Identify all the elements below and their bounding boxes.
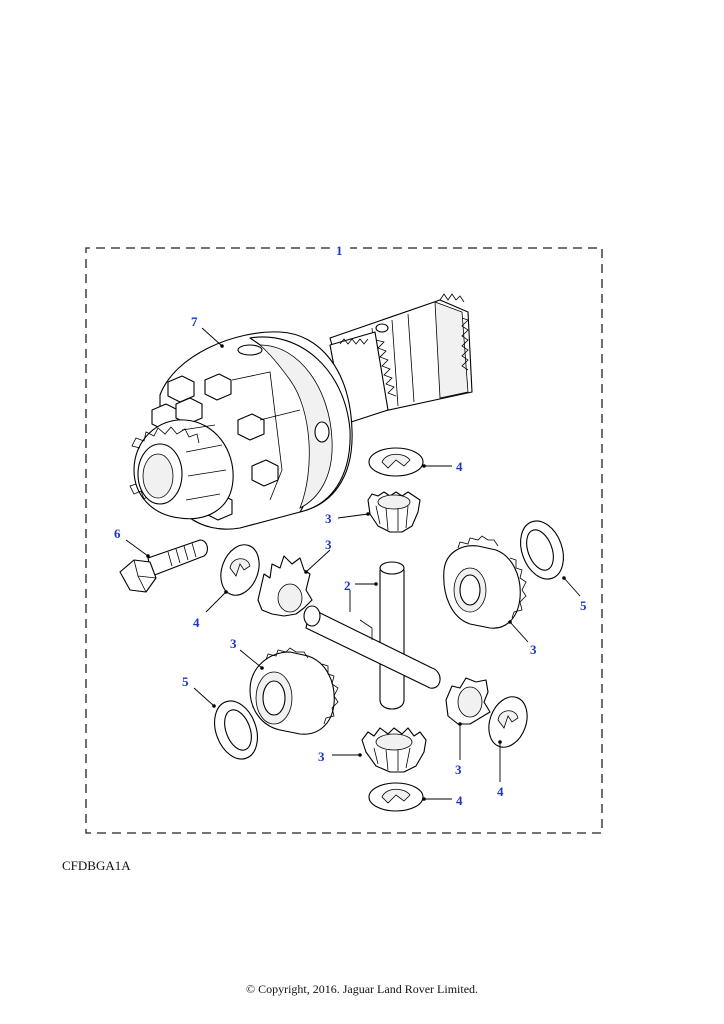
leader-lines (125, 327, 581, 801)
callout-4-top: 4 (456, 459, 463, 474)
kit-boundary-box (85, 247, 603, 834)
callout-5-left: 5 (182, 674, 189, 689)
callout-5-right: 5 (580, 598, 587, 613)
callout-4-right: 4 (497, 784, 504, 799)
callout-4-left: 4 (193, 615, 200, 630)
thrust-washer-left[interactable] (214, 539, 266, 600)
side-gear-washer-left[interactable] (207, 695, 265, 765)
side-gear-washer-right[interactable] (513, 515, 571, 585)
callout-2: 2 (344, 578, 351, 593)
callout-labels: 1 7 4 3 6 3 2 5 4 3 3 5 3 3 4 4 (114, 243, 587, 808)
pinion-gear-bottom[interactable] (361, 727, 427, 773)
callout-7: 7 (191, 314, 198, 329)
pinion-gear-left[interactable] (257, 555, 313, 617)
cross-shaft[interactable] (303, 561, 441, 710)
side-gear-left[interactable] (249, 647, 339, 735)
callout-6: 6 (114, 526, 121, 541)
copyright-notice: © Copyright, 2016. Jaguar Land Rover Lim… (245, 982, 479, 996)
pinion-gear-top[interactable] (367, 491, 421, 533)
callout-3-left-pinion: 3 (325, 537, 332, 552)
pinion-gear-right[interactable] (445, 677, 491, 725)
callout-3-right-side-gear: 3 (530, 642, 537, 657)
thrust-washer-top[interactable] (368, 447, 424, 477)
side-gear-right[interactable] (443, 535, 527, 629)
callout-1: 1 (336, 243, 343, 258)
callout-4-bottom: 4 (456, 793, 463, 808)
callout-3-right-pinion: 3 (455, 762, 462, 777)
callout-3-left-side-gear: 3 (230, 636, 237, 651)
differential-case[interactable] (129, 293, 473, 530)
thrust-washer-right[interactable] (482, 691, 534, 752)
thrust-washer-bottom[interactable] (368, 782, 424, 812)
diagram-code: CFDBGA1A (62, 858, 131, 873)
callout-3-bottom: 3 (318, 749, 325, 764)
callout-3-top: 3 (325, 511, 332, 526)
bolt[interactable] (119, 539, 209, 593)
